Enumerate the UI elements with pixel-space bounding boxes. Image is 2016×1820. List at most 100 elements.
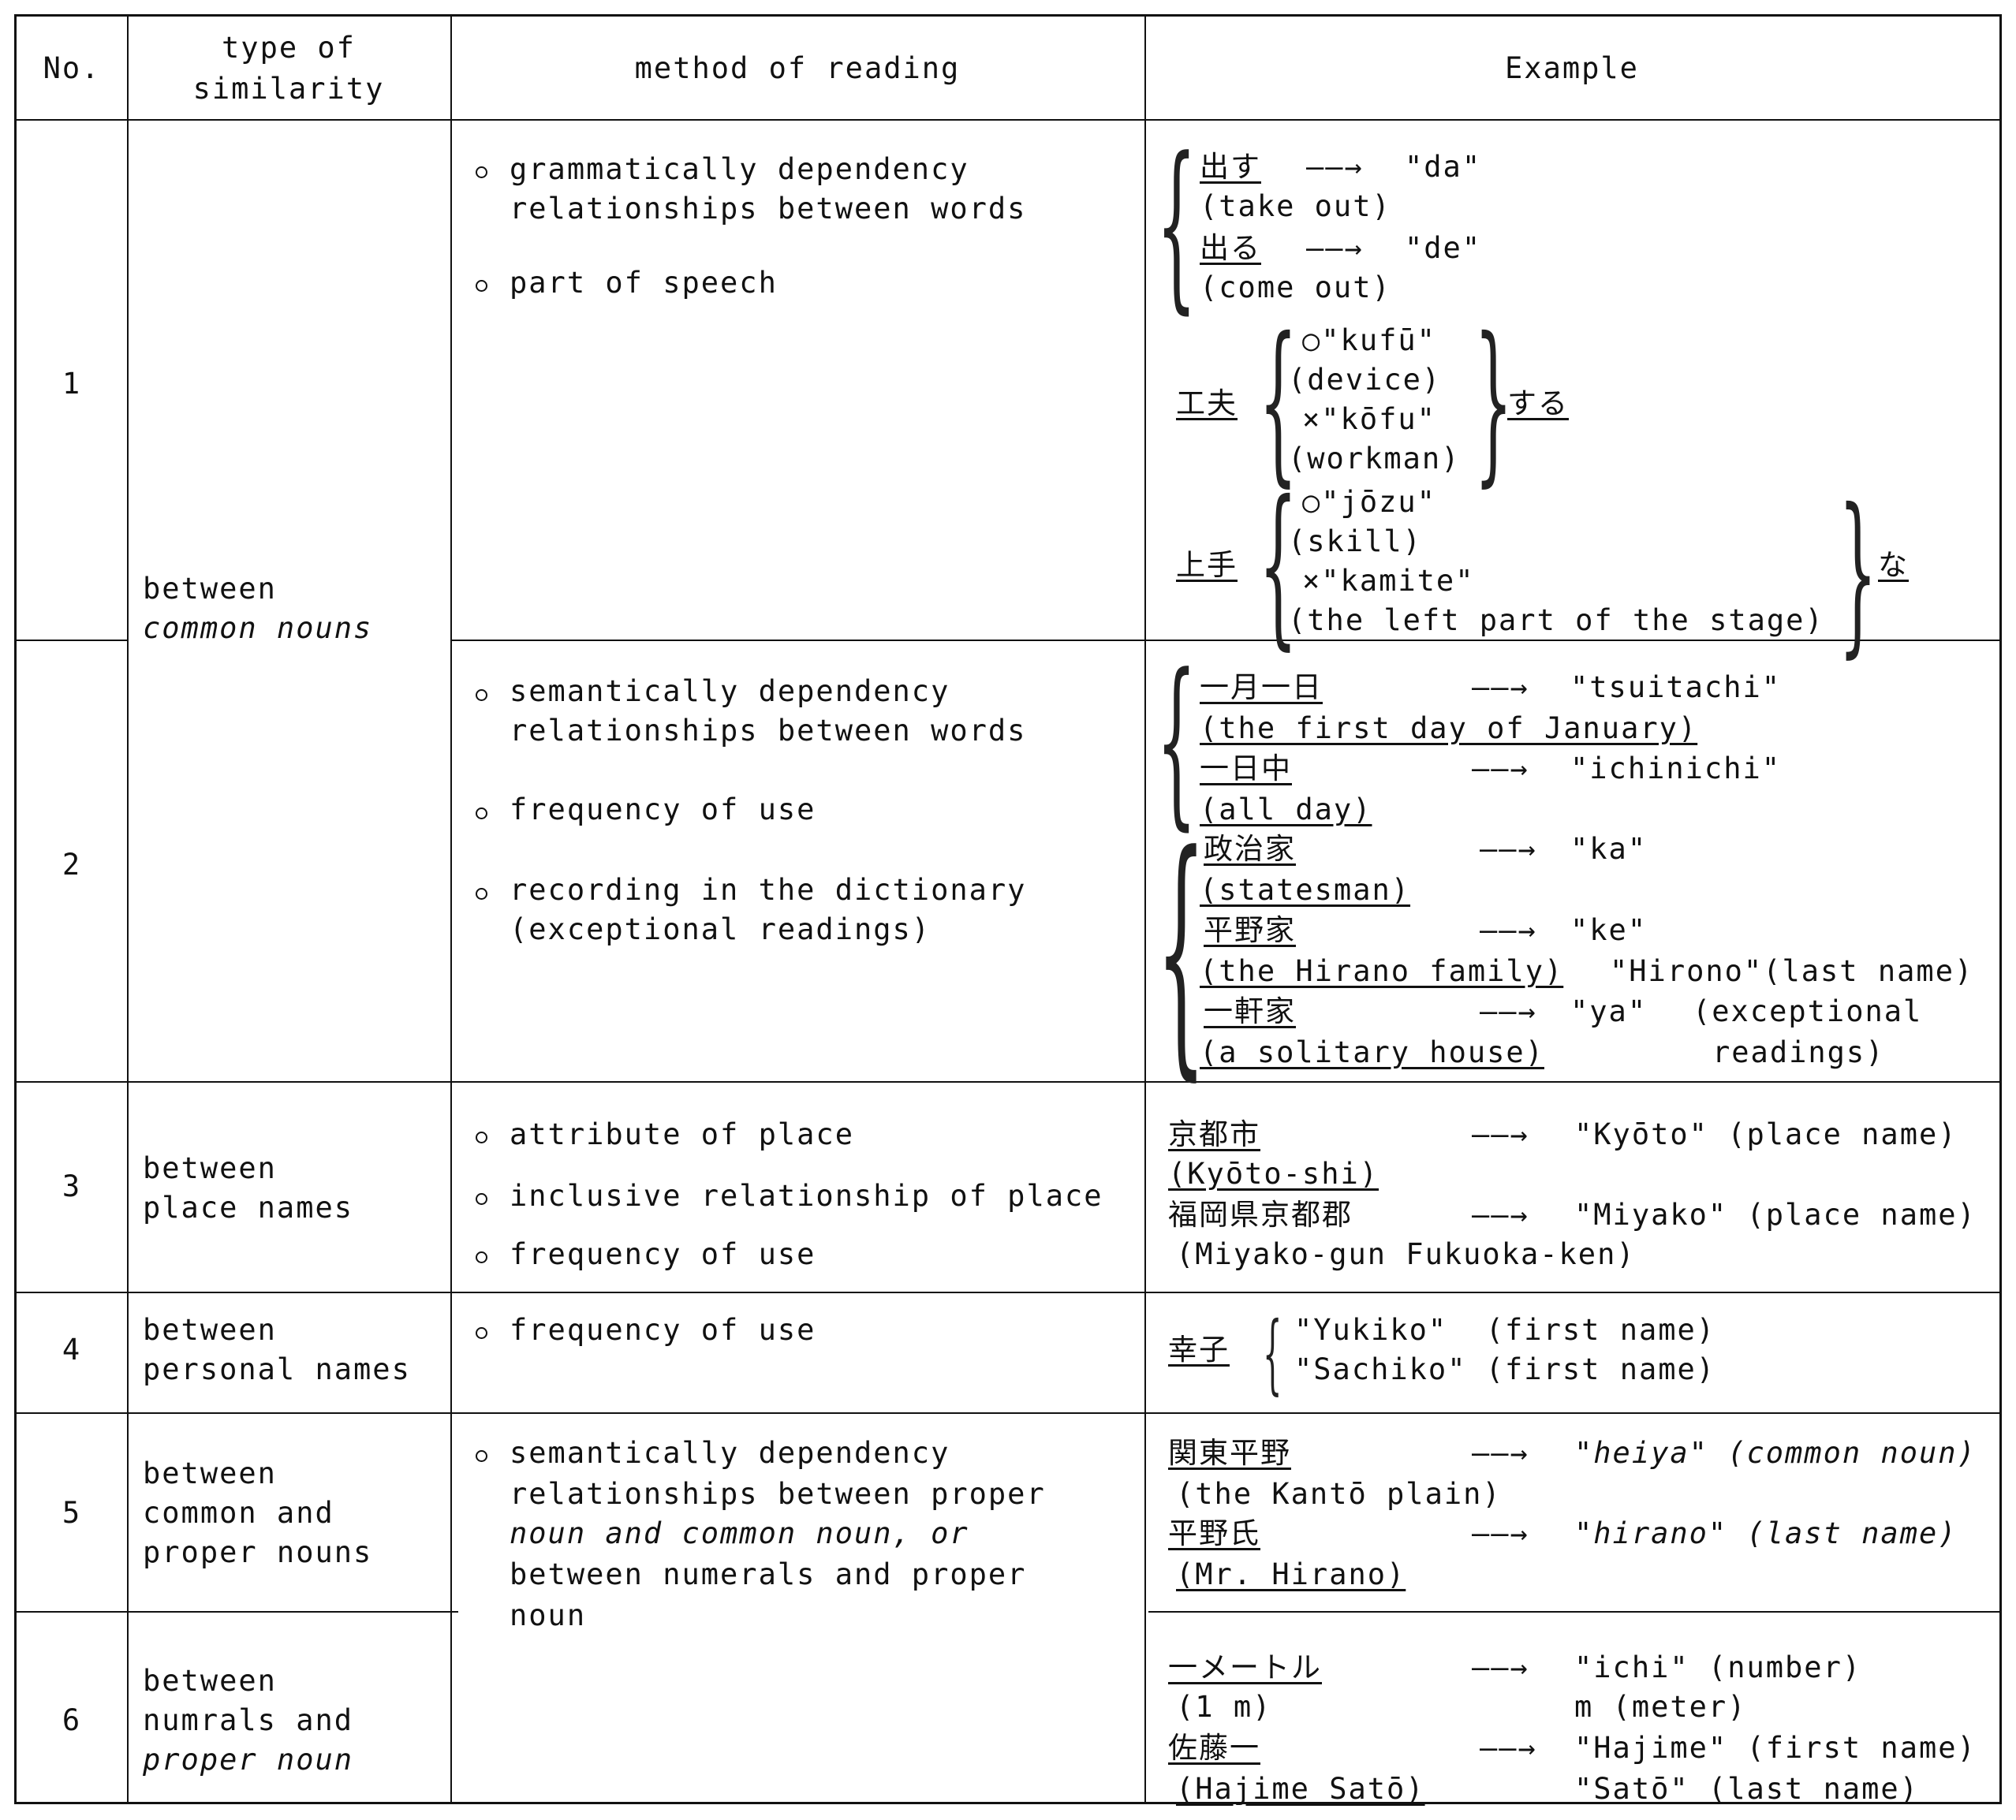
row3-ex2-jp: 福岡県京都郡 xyxy=(1168,1198,1353,1232)
row2-method1-line2: relationships between words xyxy=(510,714,1027,748)
row4-brace: { xyxy=(1263,1303,1282,1404)
rule-header-bottom xyxy=(17,119,1999,121)
row3-no: 3 xyxy=(62,1169,82,1203)
row3-method1-bullet xyxy=(476,1132,487,1143)
row2-ex3-jp: 政治家 xyxy=(1204,832,1296,866)
row3-type-line2: place names xyxy=(143,1191,354,1225)
header-type-line2: similarity xyxy=(192,72,385,106)
row2-method3-line2: (exceptional readings) xyxy=(510,912,931,946)
row1-ex3-jp: 工夫 xyxy=(1176,386,1238,420)
row2-ex4-jp: 平野家 xyxy=(1204,913,1296,947)
row12-type-line1: between xyxy=(143,572,277,606)
row1-ex3-wrong-gloss: (workman) xyxy=(1288,442,1461,476)
row6-ex2-arrow: ——→ xyxy=(1480,1731,1537,1765)
rule-col3 xyxy=(1144,17,1146,1802)
row56-method-line2: relationships between proper xyxy=(510,1477,1046,1511)
row1-brace-4-left: { xyxy=(1259,464,1297,666)
row2-brace-2: { xyxy=(1156,800,1206,1102)
row1-ex1-arrow: ——→ xyxy=(1306,150,1364,184)
row5-ex1-gloss: (the Kantō plain) xyxy=(1176,1477,1502,1511)
rule-row1-bottom xyxy=(17,640,127,641)
row2-ex4-note: "Hirono"(last name) xyxy=(1610,954,1974,988)
row3-method1: attribute of place xyxy=(510,1117,854,1151)
row56-method-line3: noun and common noun, or xyxy=(510,1516,969,1550)
row1-brace-3-right: } xyxy=(1474,300,1513,502)
rule-row3-bottom xyxy=(17,1292,1999,1293)
row1-ex4-suffix: な xyxy=(1878,548,1909,582)
row4-ex-reading2: "Sachiko" (first name) xyxy=(1294,1352,1716,1386)
row5-ex1-arrow: ——→ xyxy=(1472,1436,1529,1470)
row3-ex1-gloss: (Kyōto-shi) xyxy=(1168,1157,1379,1191)
row5-ex2-arrow: ——→ xyxy=(1472,1516,1529,1550)
row4-type-line2: personal names xyxy=(143,1352,411,1386)
row2-ex4-arrow: ——→ xyxy=(1480,913,1537,947)
row2-ex1-jp: 一月一日 xyxy=(1200,670,1323,704)
row2-method3-bullet xyxy=(476,888,487,900)
row1-ex3-correct: ○"kufū" xyxy=(1302,323,1436,357)
rule-col2 xyxy=(450,17,452,1802)
row3-type-line1: between xyxy=(143,1151,277,1185)
row5-type-line2: common and xyxy=(143,1496,334,1530)
row1-ex2-reading: "de" xyxy=(1405,231,1482,265)
row3-method2: inclusive relationship of place xyxy=(510,1179,1103,1213)
row6-ex1-jp: 一メートル xyxy=(1168,1650,1322,1684)
row3-ex2-arrow: ——→ xyxy=(1472,1198,1529,1232)
row2-ex2-reading: "ichinichi" xyxy=(1570,751,1782,785)
row6-ex1-arrow: ——→ xyxy=(1472,1650,1529,1684)
row6-ex2-jp: 佐藤一 xyxy=(1168,1731,1260,1765)
row4-ex-reading1: "Yukiko" (first name) xyxy=(1294,1313,1716,1347)
row2-ex5-note-line1: (exceptional xyxy=(1693,994,1923,1028)
row3-method3: frequency of use xyxy=(510,1237,816,1271)
row1-ex4-correct: ○"jōzu" xyxy=(1302,485,1436,519)
row5-no: 5 xyxy=(62,1496,82,1530)
row3-ex1-reading: "Kyōto" (place name) xyxy=(1574,1117,1958,1151)
row1-ex4-wrong-gloss: (the left part of the stage) xyxy=(1288,603,1824,637)
row1-brace-4-right: } xyxy=(1839,472,1877,673)
row12-type-line2: common nouns xyxy=(143,611,373,645)
row1-method1-bullet xyxy=(476,166,487,178)
rule-row2-bottom xyxy=(17,1081,1999,1083)
row4-method1-bullet xyxy=(476,1327,487,1339)
row1-ex2-arrow: ——→ xyxy=(1306,231,1364,265)
row2-brace-1: { xyxy=(1156,636,1197,847)
row1-ex4-wrong: ×"kamite" xyxy=(1302,564,1475,598)
row56-method-line4: between numerals and proper xyxy=(510,1557,1027,1591)
row56-method-bullet xyxy=(476,1450,487,1462)
row1-ex1-gloss: (take out) xyxy=(1200,189,1391,223)
row5-ex2-reading: "hirano" (last name) xyxy=(1574,1516,1958,1550)
row5-ex2-gloss: (Mr. Hirano) xyxy=(1176,1557,1406,1591)
row2-no: 2 xyxy=(62,848,82,882)
row5-ex2-jp: 平野氏 xyxy=(1168,1516,1260,1550)
row6-ex1-reading: "ichi" (number) xyxy=(1574,1650,1862,1684)
row1-method1-line1: grammatically dependency xyxy=(510,152,969,186)
row2-ex3-arrow: ——→ xyxy=(1480,832,1537,866)
header-example: Example xyxy=(1505,51,1639,85)
row6-ex2-gloss: (Hajime Satō) xyxy=(1176,1772,1425,1806)
header-type-line1: type of xyxy=(222,31,356,65)
row3-method3-bullet xyxy=(476,1251,487,1263)
row6-type-line2: numrals and xyxy=(143,1703,354,1737)
row2-method3-line1: recording in the dictionary xyxy=(510,873,1027,907)
row2-method2: frequency of use xyxy=(510,793,816,826)
row2-ex2-jp: 一日中 xyxy=(1200,751,1292,785)
row2-method1-line1: semantically dependency xyxy=(510,674,950,708)
row2-ex5-arrow: ——→ xyxy=(1480,994,1537,1028)
row6-ex1-gloss: (1 m) xyxy=(1176,1690,1272,1724)
row1-method1-line2: relationships between words xyxy=(510,192,1027,226)
row2-ex4-gloss: (the Hirano family) xyxy=(1200,954,1564,988)
row3-method2-bullet xyxy=(476,1193,487,1205)
row2-ex4-reading: "ke" xyxy=(1570,913,1648,947)
row1-brace-3-left: { xyxy=(1259,300,1297,502)
row4-no: 4 xyxy=(62,1333,82,1367)
row2-ex1-reading: "tsuitachi" xyxy=(1570,670,1782,704)
row3-ex2-reading: "Miyako" (place name) xyxy=(1574,1198,1977,1232)
row5-type-line3: proper nouns xyxy=(143,1535,373,1569)
row4-method1: frequency of use xyxy=(510,1313,816,1347)
row2-ex3-reading: "ka" xyxy=(1570,832,1648,866)
reading-similarity-table: No. type of similarity method of reading… xyxy=(14,14,2002,1806)
row6-ex1-reading2: m (meter) xyxy=(1574,1690,1747,1724)
row5-type-line1: between xyxy=(143,1456,277,1490)
row2-ex5-gloss: (a solitary house) xyxy=(1200,1035,1544,1069)
row5-ex1-jp: 関東平野 xyxy=(1168,1436,1291,1470)
row1-ex3-suffix: する xyxy=(1507,386,1569,420)
